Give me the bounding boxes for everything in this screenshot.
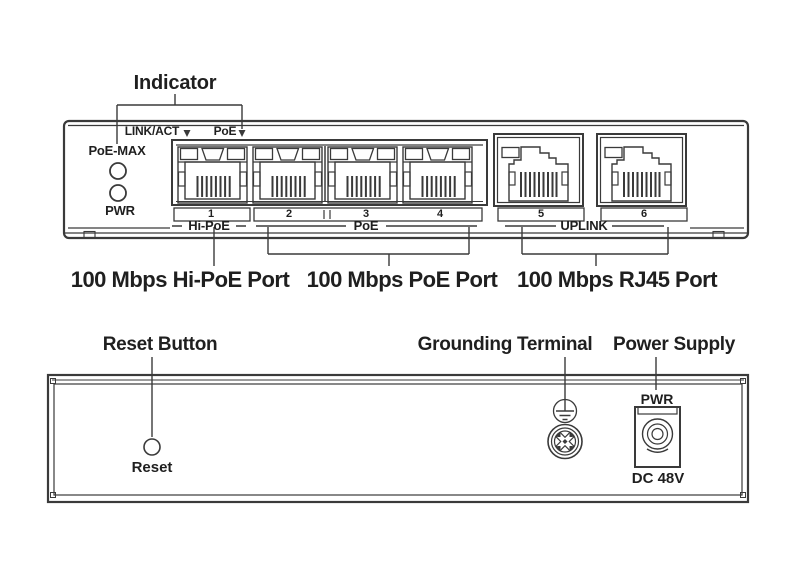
grounding-terminal-label: Grounding Terminal xyxy=(417,334,593,355)
port-number-5: 5 xyxy=(537,208,545,220)
link-act-down-arrow-icon xyxy=(183,130,191,137)
port-number-3: 3 xyxy=(362,208,370,220)
front-panel xyxy=(62,119,750,240)
port-1-jack-icon xyxy=(177,146,248,204)
foot-tab-left xyxy=(83,230,96,239)
poe-caption-bracket xyxy=(267,227,470,266)
pwr-front-label: PWR xyxy=(105,203,135,218)
corner-mark xyxy=(50,378,56,384)
link-act-label: LINK/ACT xyxy=(124,124,180,138)
rj45-caption: 100 Mbps RJ45 Port xyxy=(516,267,718,292)
hi-poe-caption: 100 Mbps Hi-PoE Port xyxy=(70,267,290,292)
port-number-1: 1 xyxy=(207,208,215,220)
port-3-jack-icon xyxy=(327,146,398,204)
dc-voltage-label: DC 48V xyxy=(631,470,685,487)
poe-max-label: PoE-MAX xyxy=(88,143,146,158)
corner-mark xyxy=(50,492,56,498)
poe-group-label: PoE xyxy=(353,218,379,233)
poe-caption: 100 Mbps PoE Port xyxy=(306,267,498,292)
dc-jack-icon xyxy=(634,406,681,468)
poe-max-led xyxy=(109,162,127,180)
rj45-caption-bracket xyxy=(521,227,669,266)
power-supply-label: Power Supply xyxy=(612,334,736,355)
port-number-strips xyxy=(173,207,688,222)
port-5-jack-icon xyxy=(493,133,584,207)
indicator-bracket xyxy=(116,94,246,144)
pwr-rear-label: PWR xyxy=(640,391,674,407)
reset-button-label: Reset Button xyxy=(102,334,218,355)
corner-mark xyxy=(740,378,746,384)
rear-panel xyxy=(46,373,750,504)
port-number-2: 2 xyxy=(285,208,293,220)
uplink-group-label: UPLINK xyxy=(560,218,608,233)
foot-tab-right xyxy=(712,230,725,239)
poe-led-label: PoE xyxy=(213,124,237,138)
poe-port-group xyxy=(171,139,488,206)
poe-down-arrow-icon xyxy=(238,130,246,137)
pwr-led xyxy=(109,184,127,202)
port-2-jack-icon xyxy=(252,146,323,204)
grounding-screw-icon xyxy=(547,423,583,460)
reset-button-hole xyxy=(143,438,161,456)
reset-label: Reset xyxy=(131,459,173,476)
hi-poe-group-label: Hi-PoE xyxy=(188,218,230,233)
indicator-label: Indicator xyxy=(133,72,217,94)
ground-symbol-icon xyxy=(552,398,578,424)
port-number-6: 6 xyxy=(640,208,648,220)
corner-mark xyxy=(740,492,746,498)
port-number-4: 4 xyxy=(436,208,444,220)
port-4-jack-icon xyxy=(402,146,473,204)
port-6-jack-icon xyxy=(596,133,687,207)
